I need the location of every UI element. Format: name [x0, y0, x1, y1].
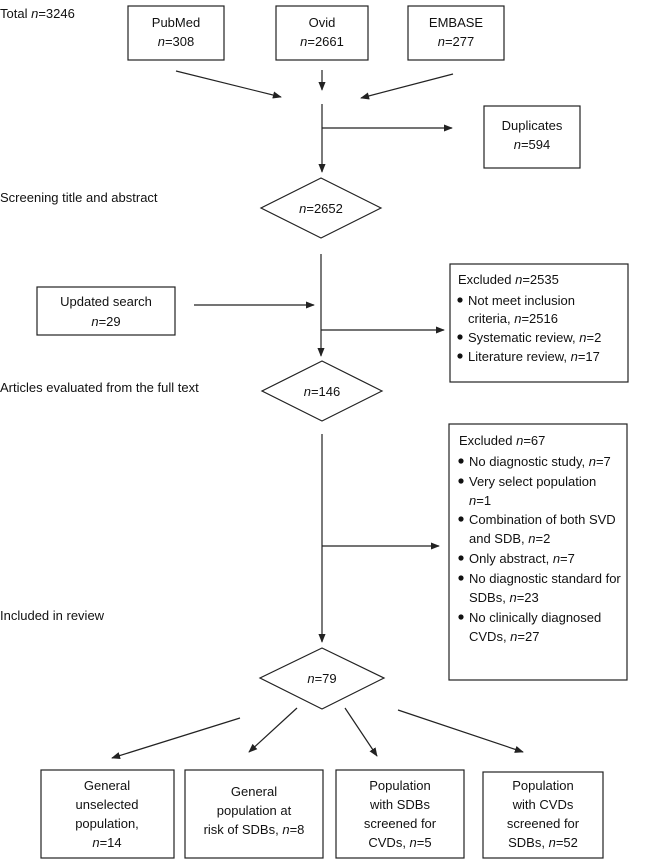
svg-text:n=2652: n=2652 [299, 201, 343, 216]
svg-text:Literature review, n=17: Literature review, n=17 [468, 349, 600, 364]
svg-text:n=277: n=277 [438, 34, 475, 49]
svg-text:n=2661: n=2661 [300, 34, 344, 49]
svg-text:CVDs, n=5: CVDs, n=5 [368, 835, 431, 850]
svg-text:screened for: screened for [364, 816, 437, 831]
outcome-box-general-at-risk: General population at risk of SDBs, n=8 [184, 769, 324, 859]
svg-text:risk of SDBs, n=8: risk of SDBs, n=8 [204, 822, 305, 837]
svg-text:Population: Population [369, 778, 430, 793]
svg-text:Very select population: Very select population [469, 474, 596, 489]
arrow-to-outcome-4 [397, 709, 524, 753]
svg-text:population at: population at [217, 803, 292, 818]
arrow-embase [360, 73, 454, 100]
svg-text:n=79: n=79 [307, 671, 336, 686]
duplicates-box: Duplicates n=594 [483, 105, 581, 169]
svg-text:No diagnostic study, n=7: No diagnostic study, n=7 [469, 454, 611, 469]
svg-text:population,: population, [75, 816, 139, 831]
total-label: Total n=3246 [0, 6, 75, 21]
svg-text:Only abstract, n=7: Only abstract, n=7 [469, 551, 575, 566]
svg-text:unselected: unselected [76, 797, 139, 812]
svg-text:Duplicates: Duplicates [502, 118, 563, 133]
svg-text:EMBASE: EMBASE [429, 15, 484, 30]
screening-diamond: n=2652 [259, 177, 383, 239]
svg-text:with SDBs: with SDBs [369, 797, 430, 812]
svg-text:n=29: n=29 [91, 314, 120, 329]
excluded-box-2: Excluded n=67 No diagnostic study, n=7 V… [448, 423, 628, 681]
svg-text:n=1: n=1 [469, 493, 491, 508]
svg-text:Not meet inclusion: Not meet inclusion [468, 293, 575, 308]
svg-text:Combination of both SVD: Combination of both SVD [469, 512, 616, 527]
source-box-embase: EMBASE n=277 [407, 5, 505, 61]
outcome-box-sdbs-screened-cvds: Population with SDBs screened for CVDs, … [335, 769, 465, 859]
included-label: Included in review [0, 608, 105, 623]
fulltext-label: Articles evaluated from the full text [0, 380, 199, 395]
arrow-to-outcome-1 [111, 717, 241, 760]
arrow-to-outcome-2 [248, 707, 298, 753]
svg-text:No clinically diagnosed: No clinically diagnosed [469, 610, 601, 625]
svg-text:SDBs, n=52: SDBs, n=52 [508, 835, 578, 850]
svg-text:Systematic review, n=2: Systematic review, n=2 [468, 330, 601, 345]
svg-text:Excluded n=2535: Excluded n=2535 [458, 272, 559, 287]
svg-text:Updated search: Updated search [60, 294, 152, 309]
svg-text:criteria, n=2516: criteria, n=2516 [468, 311, 558, 326]
svg-text:and SDB, n=2: and SDB, n=2 [469, 531, 550, 546]
svg-text:General: General [231, 784, 277, 799]
svg-text:General: General [84, 778, 130, 793]
svg-text:n=308: n=308 [158, 34, 195, 49]
source-box-pubmed: PubMed n=308 [127, 5, 225, 61]
svg-text:with CVDs: with CVDs [512, 797, 574, 812]
fulltext-diamond: n=146 [260, 360, 384, 422]
svg-text:No diagnostic standard for: No diagnostic standard for [469, 571, 621, 586]
svg-text:SDBs, n=23: SDBs, n=23 [469, 590, 539, 605]
svg-text:Ovid: Ovid [309, 15, 336, 30]
arrow-to-outcome-3 [344, 707, 378, 757]
arrow-pubmed [175, 70, 282, 99]
svg-text:screened for: screened for [507, 816, 580, 831]
svg-text:Population: Population [512, 778, 573, 793]
svg-text:PubMed: PubMed [152, 15, 200, 30]
source-box-ovid: Ovid n=2661 [275, 5, 369, 61]
svg-text:Excluded n=67: Excluded n=67 [459, 433, 545, 448]
svg-text:n=14: n=14 [92, 835, 121, 850]
outcome-box-cvds-screened-sdbs: Population with CVDs screened for SDBs, … [482, 771, 604, 859]
svg-text:n=594: n=594 [514, 137, 551, 152]
outcome-box-general-unselected: General unselected population, n=14 [40, 769, 175, 859]
svg-text:n=146: n=146 [304, 384, 341, 399]
updated-search-box: Updated search n=29 [36, 286, 176, 336]
excluded-box-1: Excluded n=2535 Not meet inclusion crite… [449, 263, 629, 383]
svg-text:CVDs, n=27: CVDs, n=27 [469, 629, 539, 644]
screening-label: Screening title and abstract [0, 190, 158, 205]
included-diamond: n=79 [258, 647, 386, 710]
